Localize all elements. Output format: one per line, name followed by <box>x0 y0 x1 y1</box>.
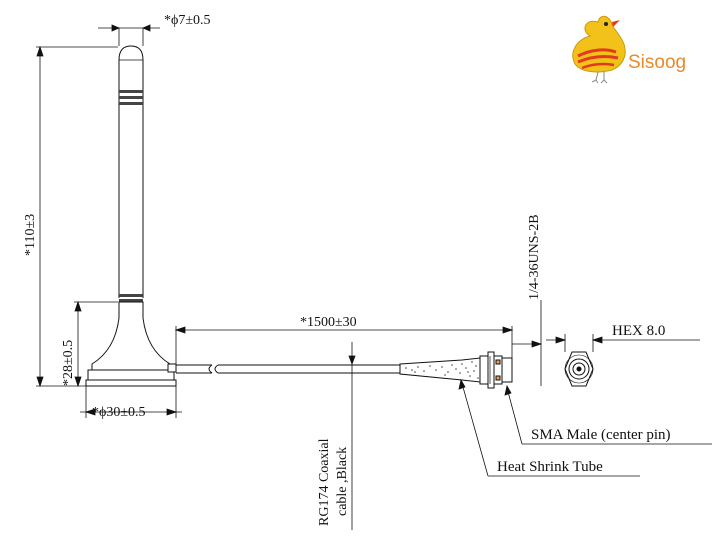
dimension-labels: *ϕ7±0.5 *110±3 *28±0.5 *ϕ30±0.5 *1500±30… <box>23 13 671 526</box>
cable-callout-line-1: RG174 Coaxial <box>317 438 332 526</box>
antenna-whip <box>85 45 177 387</box>
total-height-label: *110±3 <box>23 214 38 256</box>
base-diameter-label: *ϕ30±0.5 <box>92 405 146 420</box>
hex-size-label: HEX 8.0 <box>612 323 665 339</box>
logo-text: Sisoog <box>628 52 686 73</box>
thread-spec-label: 1/4-36UNS-2B <box>527 214 542 300</box>
sma-end-view <box>564 351 594 387</box>
logo: Sisoog <box>572 15 686 84</box>
heat-shrink-callout-label: Heat Shrink Tube <box>497 459 603 475</box>
heat-shrink-tube <box>399 357 481 383</box>
connector-callout-label: SMA Male (center pin) <box>531 427 671 443</box>
sma-connector <box>479 351 513 389</box>
top-diameter-label: *ϕ7±0.5 <box>164 13 211 28</box>
base-height-label: *28±0.5 <box>61 340 76 386</box>
yellow-bird-icon <box>572 15 626 84</box>
dimension-lines <box>36 24 712 530</box>
cable-length-label: *1500±30 <box>300 315 357 330</box>
coaxial-cable <box>176 364 402 374</box>
cable-callout-line-2: cable ,Black <box>335 447 350 516</box>
